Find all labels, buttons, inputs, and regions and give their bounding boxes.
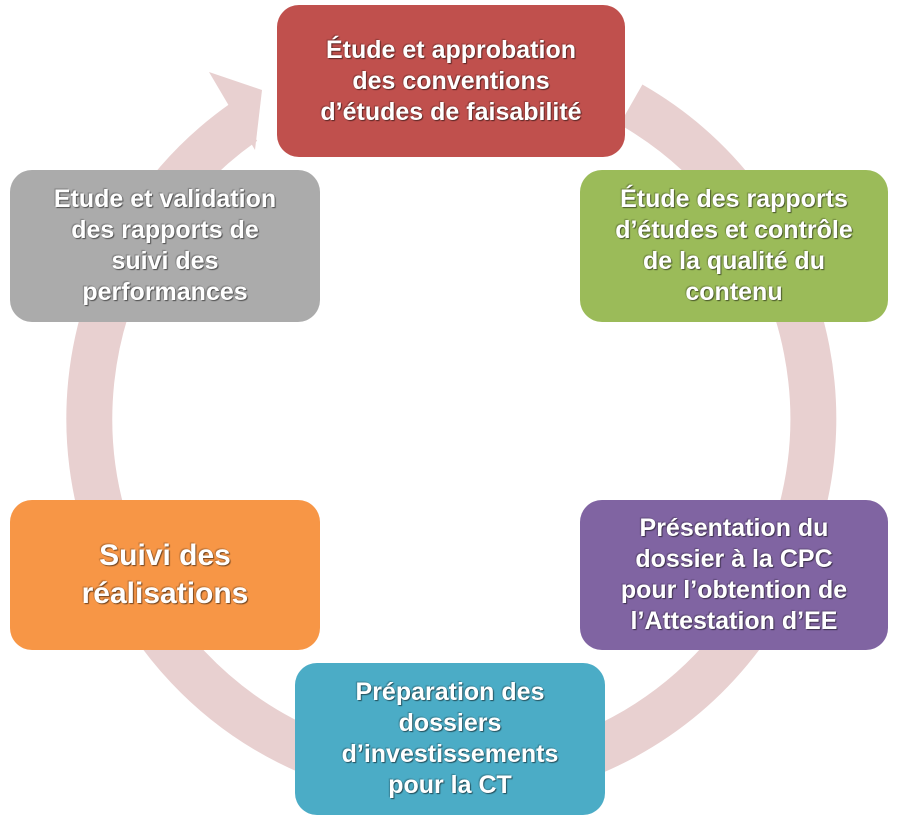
- step-suivi-realisations: Suivi des réalisations: [10, 500, 320, 650]
- step-presentation-cpc: Présentation du dossier à la CPC pour l’…: [580, 500, 888, 650]
- step-etude-approbation: Étude et approbation des conventions d’é…: [277, 5, 625, 157]
- step-label: Étude des rapports d’études et contrôle …: [615, 185, 853, 306]
- step-label: Présentation du dossier à la CPC pour l’…: [620, 514, 848, 635]
- step-etude-rapports: Étude des rapports d’études et contrôle …: [580, 170, 888, 322]
- cycle-arrowhead-icon: [209, 72, 262, 150]
- step-preparation-dossiers: Préparation des dossiers d’investissemen…: [295, 663, 605, 815]
- step-label: Préparation des dossiers d’investissemen…: [341, 678, 559, 799]
- step-label: Étude et approbation des conventions d’é…: [320, 35, 582, 126]
- step-validation-performances: Etude et validation des rapports de suiv…: [10, 170, 320, 322]
- step-label: Suivi des réalisations: [81, 539, 249, 610]
- step-label: Etude et validation des rapports de suiv…: [53, 185, 277, 306]
